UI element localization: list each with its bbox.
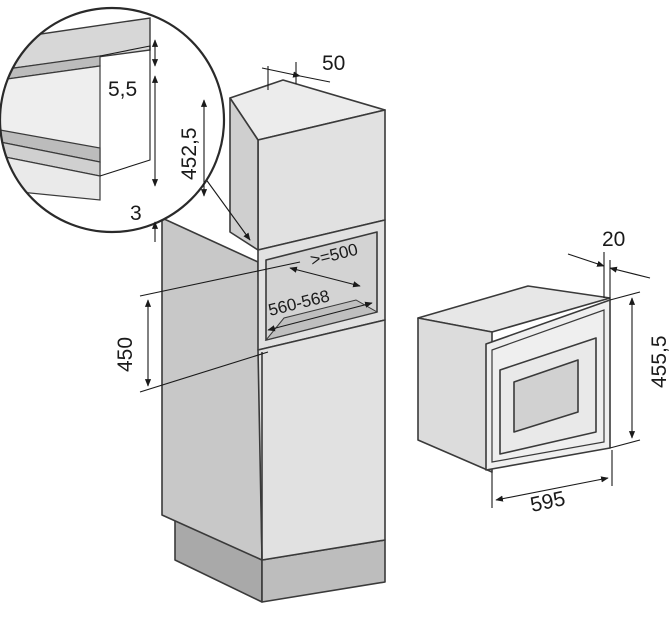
niche-height-label: 450 (114, 337, 137, 372)
top-depth-dimension: 50 (261, 52, 345, 90)
built-in-oven (417, 285, 611, 473)
oven-height-dimension: 455,5 (609, 291, 671, 449)
oven-front-depth-label: 20 (602, 228, 625, 251)
oven-side (417, 317, 493, 473)
oven-window-inner (513, 359, 579, 433)
cabinet-lower-door (257, 319, 386, 561)
top-depth-label: 50 (322, 52, 345, 75)
cabinet-side-panel (161, 217, 263, 561)
niche-height-dimension: 450 (114, 261, 301, 393)
gap-below-label: 3 (130, 202, 142, 225)
oven-front-depth-dimension: 20 (567, 228, 651, 300)
detail-pointer-arrow (204, 177, 251, 241)
oven-height-label: 455,5 (648, 335, 671, 388)
detail-height-label: 452,5 (178, 127, 201, 180)
oven-width-label: 595 (528, 487, 567, 517)
oven-width-dimension: 595 (491, 450, 613, 517)
detail-magnifier: 5,5 452,5 3 (0, 6, 226, 242)
gap-above-label: 5,5 (108, 78, 137, 101)
oven-front-frame (491, 309, 605, 463)
